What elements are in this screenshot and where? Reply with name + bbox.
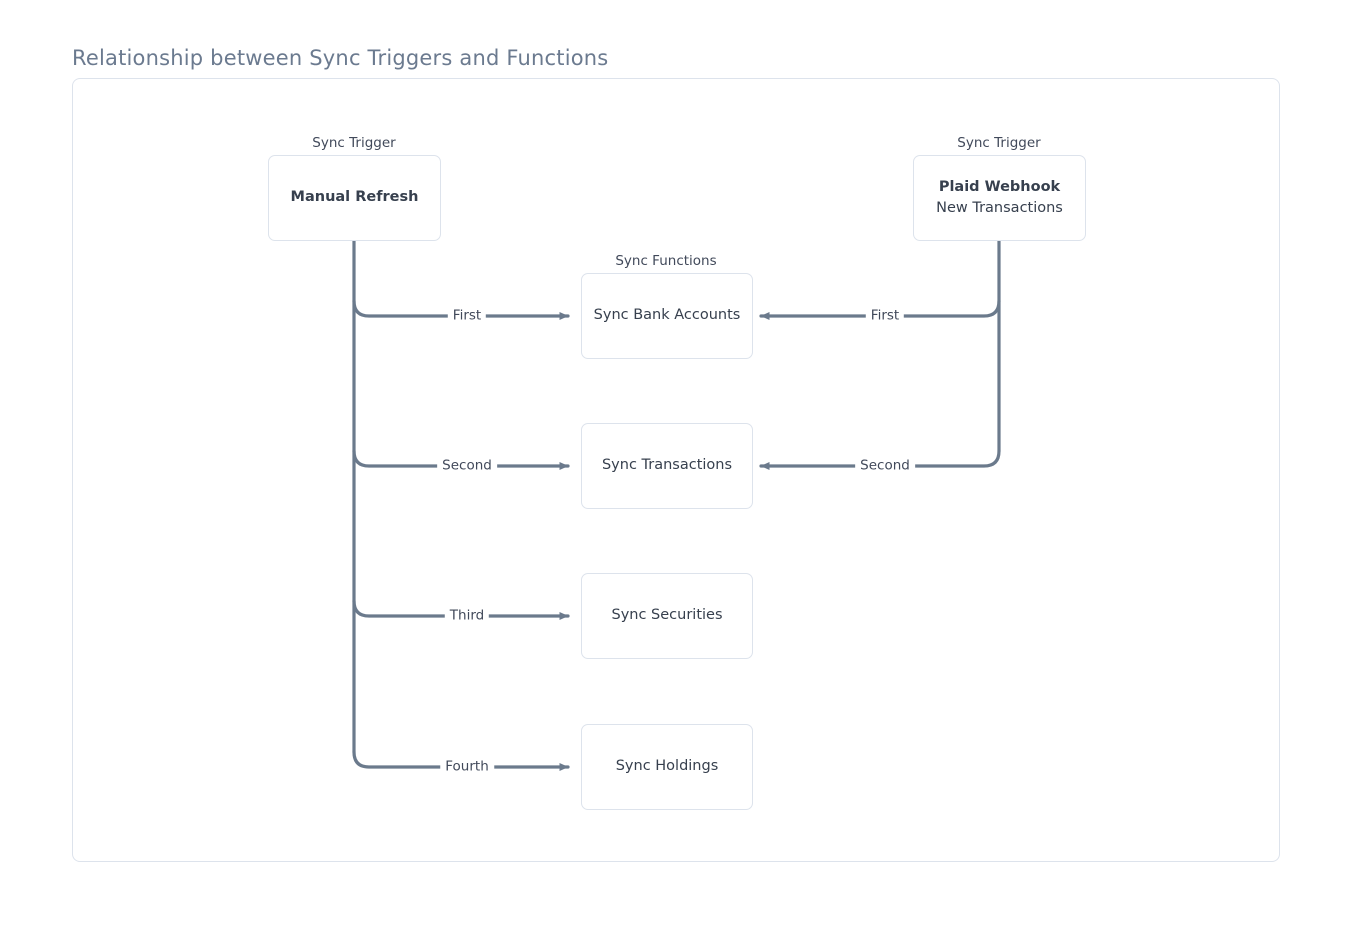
- edge-first-right: [759, 299, 1001, 320]
- node-sync-transactions-title: Sync Transactions: [601, 457, 733, 474]
- edge-third-left: [352, 599, 570, 620]
- group-label-functions: Sync Functions: [615, 253, 717, 269]
- edge-label-fourth-left: Fourth: [440, 760, 494, 774]
- node-sync-securities-title: Sync Securities: [611, 607, 723, 624]
- node-sync-securities[interactable]: Sync Securities: [581, 573, 753, 659]
- node-plaid-webhook[interactable]: Plaid Webhook New Transactions: [913, 155, 1086, 241]
- edge-label-third-left: Third: [444, 609, 490, 623]
- group-label-trigger-right: Sync Trigger: [957, 135, 1041, 151]
- edge-label-first-right: First: [865, 309, 905, 323]
- page-title: Relationship between Sync Triggers and F…: [72, 46, 609, 70]
- edge-second-left: [352, 449, 570, 470]
- node-plaid-webhook-subtitle: New Transactions: [936, 200, 1063, 216]
- node-sync-holdings[interactable]: Sync Holdings: [581, 724, 753, 810]
- node-sync-bank-accounts-title: Sync Bank Accounts: [593, 307, 741, 324]
- node-sync-transactions[interactable]: Sync Transactions: [581, 423, 753, 509]
- edge-label-first-left: First: [447, 309, 487, 323]
- node-plaid-webhook-title: Plaid Webhook: [938, 178, 1061, 195]
- edge-second-right: [759, 449, 1001, 470]
- node-manual-refresh[interactable]: Manual Refresh: [268, 155, 441, 241]
- diagram-edges: [352, 239, 1001, 771]
- node-manual-refresh-title: Manual Refresh: [290, 189, 419, 206]
- edge-fourth-left: [352, 750, 570, 771]
- edge-label-second-left: Second: [437, 459, 497, 473]
- node-sync-holdings-title: Sync Holdings: [615, 758, 719, 775]
- diagram-canvas: Sync Trigger Sync Functions Sync Trigger…: [72, 78, 1280, 862]
- edge-label-second-right: Second: [855, 459, 915, 473]
- node-sync-bank-accounts[interactable]: Sync Bank Accounts: [581, 273, 753, 359]
- edge-first-left: [352, 299, 570, 320]
- group-label-trigger-left: Sync Trigger: [312, 135, 396, 151]
